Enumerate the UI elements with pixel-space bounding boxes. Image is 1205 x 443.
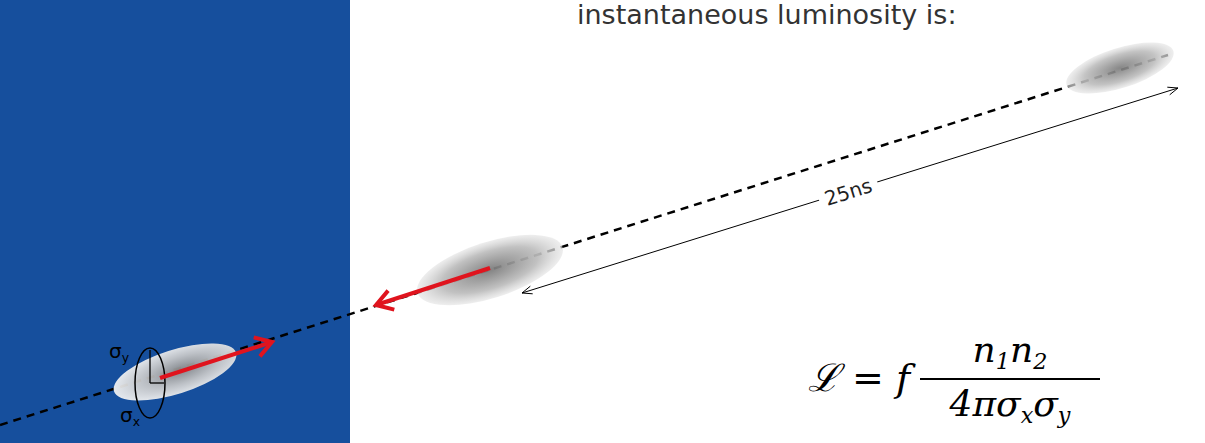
sigma-x-label: σx	[120, 404, 140, 429]
beam-arrowhead	[376, 291, 394, 310]
sigma-x-line	[150, 382, 164, 383]
spacing-dimension-line	[522, 88, 1178, 293]
blue-panel	[0, 0, 350, 443]
beam-arrowhead	[254, 337, 272, 356]
formula-denominator: 4πσxσy	[950, 384, 1071, 428]
dimension-label: 25ns	[815, 171, 881, 214]
dimension-arrowhead	[522, 286, 533, 294]
beam-line	[0, 55, 1168, 425]
formula-lhs: ℒ = f	[808, 358, 910, 400]
beam-arrow	[160, 342, 272, 378]
caption-text: instantaneous luminosity is:	[577, 0, 957, 30]
sigma-y-line	[149, 350, 150, 383]
sigma-y-label: σy	[109, 340, 129, 365]
beam-arrow	[376, 268, 490, 305]
dimension-arrowhead	[1167, 87, 1178, 95]
fraction-bar	[920, 378, 1100, 380]
formula-numerator: n1n2	[973, 330, 1048, 374]
cross-section-ring	[135, 348, 165, 418]
